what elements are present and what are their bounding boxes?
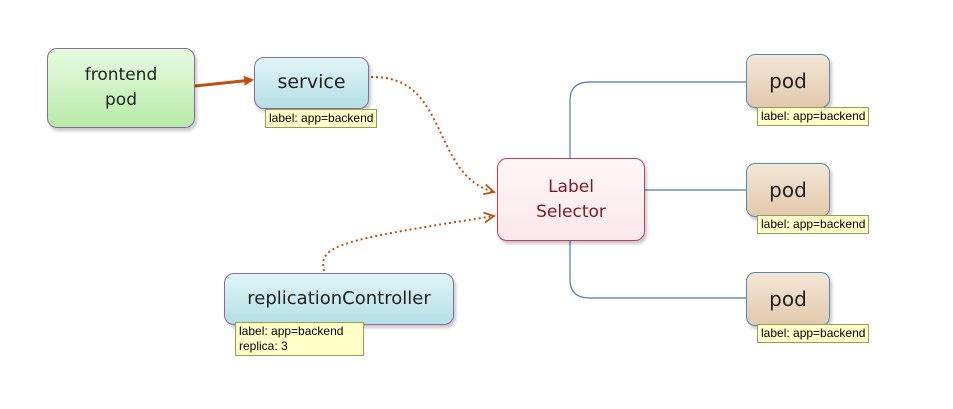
frontend-to-service-arrow — [194, 75, 254, 88]
service-to-selector-arrow — [370, 75, 494, 192]
selector-to-pod1-line — [569, 81, 746, 158]
label-selector-label: Label Selector — [536, 175, 606, 224]
backend-pod-node-3[interactable]: pod — [746, 272, 830, 326]
rc-tag-label-line: label: app=backend — [239, 324, 344, 338]
replication-controller-node[interactable]: replicationController — [224, 273, 454, 325]
service-label-tag: label: app=backend — [265, 109, 378, 128]
selector-to-pod3-line — [569, 241, 746, 299]
rc-tag-replica-line: replica: 3 — [239, 339, 288, 353]
frontend-pod-label: frontend pod — [85, 63, 157, 112]
backend-pod-node-2[interactable]: pod — [746, 163, 830, 217]
backend-pod-label-3: pod — [769, 286, 807, 311]
rc-to-selector-arrow — [322, 216, 494, 272]
frontend-pod-label-line1: frontend — [84, 65, 158, 86]
frontend-pod-label-line2: pod — [105, 90, 137, 110]
label-selector-line2: Selector — [536, 201, 606, 222]
frontend-pod-node[interactable]: frontend pod — [47, 48, 195, 128]
backend-pod-node-1[interactable]: pod — [746, 54, 830, 108]
replication-controller-label: replicationController — [247, 287, 431, 309]
replication-controller-tag: label: app=backend replica: 3 — [235, 322, 364, 356]
backend-pod-label-1: pod — [769, 68, 807, 93]
service-node[interactable]: service — [254, 57, 369, 109]
backend-pod-tag-1: label: app=backend — [757, 107, 870, 126]
backend-pod-label-2: pod — [769, 177, 807, 202]
backend-pod-tag-3: label: app=backend — [757, 324, 870, 343]
service-label: service — [277, 71, 346, 94]
backend-pod-tag-2: label: app=backend — [757, 215, 870, 234]
label-selector-line1: Label — [548, 176, 594, 197]
label-selector-node[interactable]: Label Selector — [497, 158, 645, 241]
